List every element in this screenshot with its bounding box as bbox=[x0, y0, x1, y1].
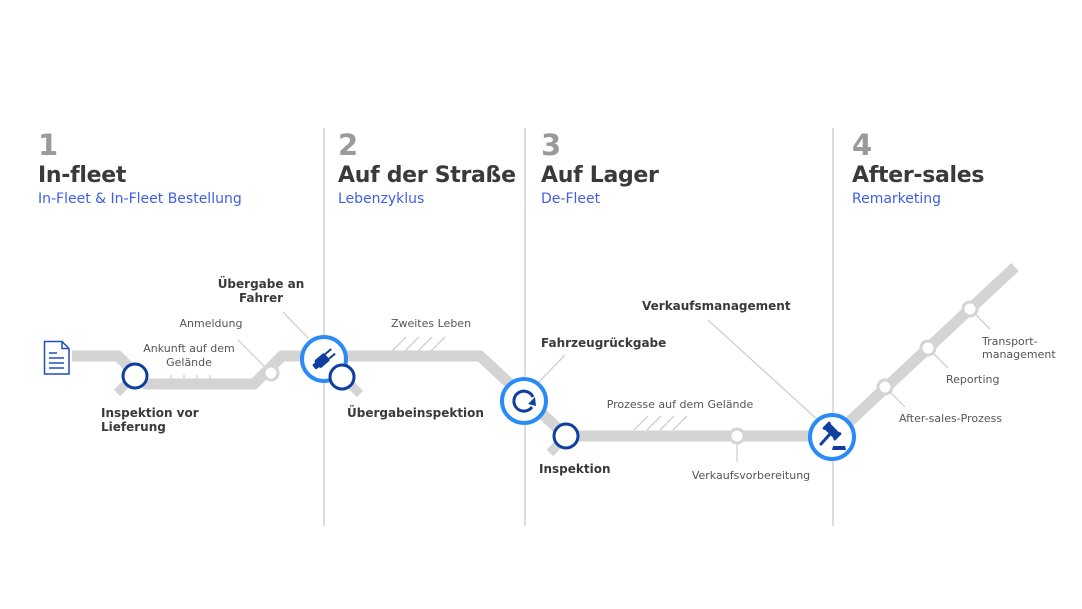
tick bbox=[404, 336, 420, 352]
phase-divider-2-3 bbox=[524, 128, 526, 526]
label-zweites-leben: Zweites Leben bbox=[391, 317, 471, 330]
phase-subtitle: De-Fleet bbox=[541, 191, 601, 207]
inspektion-node[interactable] bbox=[552, 422, 580, 450]
label-inspektion: Inspektion bbox=[539, 462, 611, 476]
gavel-icon bbox=[819, 421, 846, 450]
phase-subtitle: Remarketing bbox=[852, 191, 942, 207]
phase-subtitle: Lebenzyklus bbox=[338, 191, 425, 207]
milestone-verkaufsmanagement[interactable] bbox=[808, 413, 856, 461]
phase-number: 2 bbox=[338, 128, 359, 162]
label-transport-2: management bbox=[982, 348, 1056, 361]
label-ankunft-1: Ankunft auf dem bbox=[143, 342, 235, 355]
label-fahrzeugrueckgabe: Fahrzeugrückgabe bbox=[541, 336, 666, 350]
phase-auf-lager: 3 Auf Lager De-Fleet bbox=[541, 128, 659, 208]
label-reporting: Reporting bbox=[946, 373, 999, 386]
tick bbox=[633, 415, 649, 431]
label-uebergabeinspektion: Übergabeinspektion bbox=[347, 405, 484, 420]
stop-verkaufsvorbereitung[interactable] bbox=[728, 427, 746, 445]
phase-number: 1 bbox=[38, 128, 59, 162]
refresh-icon bbox=[512, 389, 536, 413]
label-uebergabe-an-fahrer-2: Fahrer bbox=[239, 291, 283, 305]
label-inspektion-vor-lieferung-1: Inspektion vor bbox=[101, 406, 199, 420]
plug-icon bbox=[312, 348, 336, 370]
phase-divider-3-4 bbox=[832, 128, 834, 526]
tick bbox=[646, 415, 662, 431]
stop-transport[interactable] bbox=[961, 300, 979, 318]
label-prozesse: Prozesse auf dem Gelände bbox=[607, 398, 754, 411]
document-icon bbox=[43, 340, 70, 375]
phase-subtitle: In-Fleet & In-Fleet Bestellung bbox=[38, 191, 242, 207]
phase-auf-der-strasse: 2 Auf der Straße Lebenzyklus bbox=[338, 128, 516, 208]
leader-uebergabe-an-fahrer bbox=[282, 311, 309, 339]
stop-reporting[interactable] bbox=[919, 339, 937, 357]
leader-fahrzeugrueckgabe bbox=[534, 354, 566, 387]
leader-verkaufsmanagement bbox=[707, 319, 821, 423]
label-inspektion-vor-lieferung-2: Lieferung bbox=[101, 420, 166, 434]
label-uebergabe-an-fahrer-1: Übergabe an bbox=[218, 276, 305, 291]
stop-anmeldung[interactable] bbox=[262, 364, 280, 382]
tick bbox=[391, 336, 407, 352]
tick bbox=[430, 336, 446, 352]
inspection-vor-lieferung-node[interactable] bbox=[121, 362, 149, 390]
phase-divider-1-2 bbox=[323, 128, 325, 526]
label-transport-1: Transport- bbox=[981, 335, 1038, 348]
tick bbox=[417, 336, 433, 352]
label-anmeldung: Anmeldung bbox=[180, 317, 243, 330]
phase-number: 4 bbox=[852, 128, 873, 162]
phase-title: Auf Lager bbox=[541, 163, 659, 188]
tick bbox=[672, 415, 688, 431]
label-verkaufsmanagement: Verkaufsmanagement bbox=[642, 299, 791, 313]
milestone-fahrzeugrueckgabe[interactable] bbox=[500, 377, 548, 425]
phase-title: After-sales bbox=[852, 163, 985, 188]
phase-in-fleet: 1 In-fleet In-Fleet & In-Fleet Bestellun… bbox=[38, 128, 242, 208]
label-ankunft-2: Gelände bbox=[166, 356, 212, 369]
uebergabeinspektion-ring bbox=[328, 363, 356, 391]
phase-title: In-fleet bbox=[38, 163, 127, 188]
label-verkaufsvorbereitung: Verkaufsvorbereitung bbox=[692, 469, 810, 482]
phase-number: 3 bbox=[541, 128, 562, 162]
stop-after-sales-prozess[interactable] bbox=[876, 378, 894, 396]
phase-after-sales: 4 After-sales Remarketing bbox=[852, 128, 985, 208]
phase-title: Auf der Straße bbox=[338, 163, 516, 188]
tick bbox=[659, 415, 675, 431]
label-after-sales-prozess: After-sales-Prozess bbox=[899, 412, 1002, 425]
